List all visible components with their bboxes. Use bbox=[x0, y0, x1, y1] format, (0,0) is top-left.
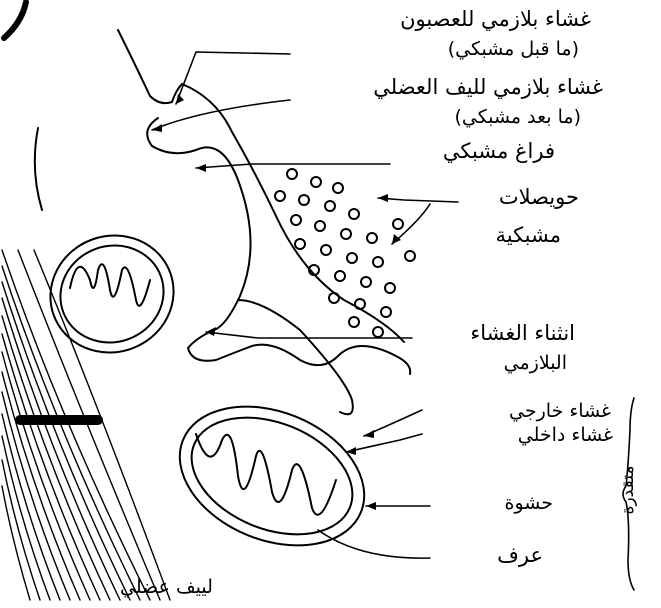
label-axon-membrane: غشاء بلازمي للعصبون bbox=[400, 8, 591, 30]
label-outer-membrane: غشاء خارجي bbox=[509, 402, 611, 422]
myofibril-lines bbox=[2, 250, 170, 600]
label-fold-line2: البلازمي bbox=[504, 354, 567, 374]
label-inner-membrane: غشاء داخلي bbox=[518, 426, 613, 446]
label-mitochondrion: متقدرة bbox=[618, 435, 638, 545]
pointer-synaptic-cleft bbox=[196, 164, 390, 168]
label-fold-line1: انثناء الغشاء bbox=[470, 322, 575, 344]
pointer-inner-membrane bbox=[346, 434, 422, 452]
axon-terminal-outline bbox=[118, 30, 182, 103]
postsynaptic-membrane bbox=[147, 118, 410, 374]
label-muscle-fiber: لييف عضلي bbox=[120, 578, 213, 598]
label-muscle-membrane: غشاء بلازمي لليف العضلي bbox=[373, 76, 603, 98]
label-vesicles-line1: حويصلات bbox=[499, 186, 579, 208]
label-matrix: حشوة bbox=[505, 494, 553, 514]
pointer-crista bbox=[318, 530, 430, 558]
mitochondrion-lower bbox=[159, 381, 385, 572]
label-postsynaptic: (ما بعد مشبكي) bbox=[455, 108, 582, 128]
label-synaptic-cleft: فراغ مشبكي bbox=[443, 140, 555, 162]
pointer-vesicles-a bbox=[378, 198, 458, 202]
pointer-axon-membrane bbox=[176, 52, 290, 104]
left-cell-curve bbox=[35, 128, 42, 210]
label-vesicles-line2: مشبكية bbox=[495, 224, 561, 246]
label-presynaptic: (ما قبل مشبكي) bbox=[448, 40, 579, 60]
axon-terminal-right bbox=[182, 84, 404, 342]
label-crista: عرف bbox=[497, 544, 543, 566]
mitochondrion-upper bbox=[34, 218, 190, 369]
corner-arc bbox=[4, 2, 26, 38]
